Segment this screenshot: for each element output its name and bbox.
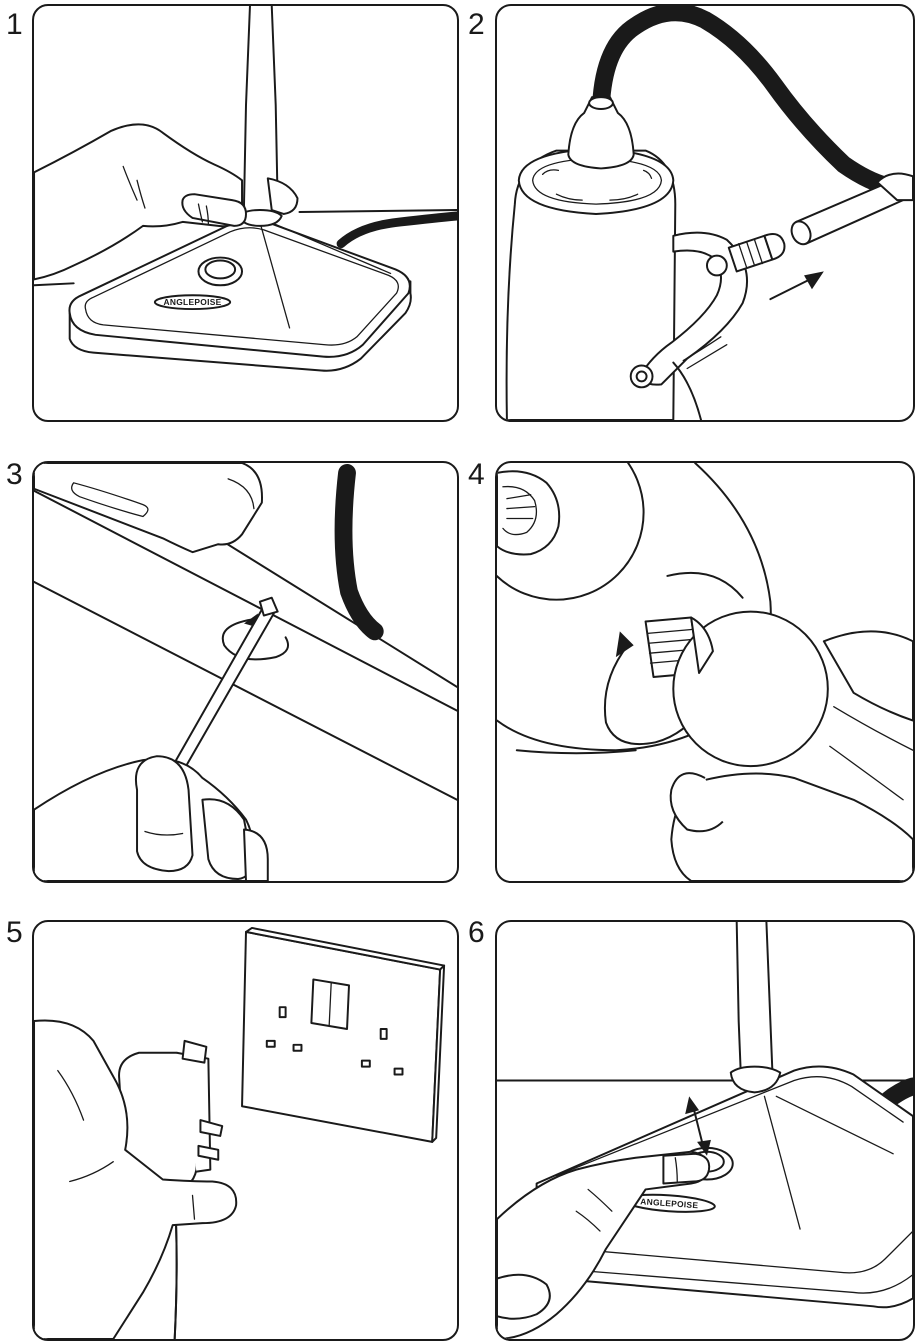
step-number-6: 6 [468,918,485,948]
step-1-panel: ANGLEPOISE [32,4,459,422]
step-4-illustration [497,463,913,881]
cable [344,473,375,631]
step-1-illustration: ANGLEPOISE [34,6,457,420]
step-4-panel [495,461,915,883]
cable [341,216,457,244]
step-6-panel: ANGLEPOISE [495,920,915,1341]
step-number-3: 3 [6,460,23,490]
step-number-2: 2 [468,10,485,40]
arrow-icon [770,271,823,299]
hand-icon [34,756,268,881]
threaded-connector-icon [729,234,785,271]
lamp-socket-icon [497,471,559,554]
lamp-base-icon: ANGLEPOISE [69,220,410,371]
step-6-illustration: ANGLEPOISE [497,922,913,1339]
step-3-illustration [34,463,457,881]
step-2-panel [495,4,915,422]
step-3-panel [32,461,459,883]
step-5-panel [32,920,459,1341]
arm-tube-icon [788,173,913,247]
step-number-1: 1 [6,10,23,40]
wall-socket-icon [242,928,444,1142]
bulb-icon [646,612,828,767]
step-number-4: 4 [468,460,485,490]
step-number-5: 5 [6,918,23,948]
brand-logo-text: ANGLEPOISE [163,297,221,307]
step-2-illustration [497,6,913,420]
step-5-illustration [34,922,457,1339]
